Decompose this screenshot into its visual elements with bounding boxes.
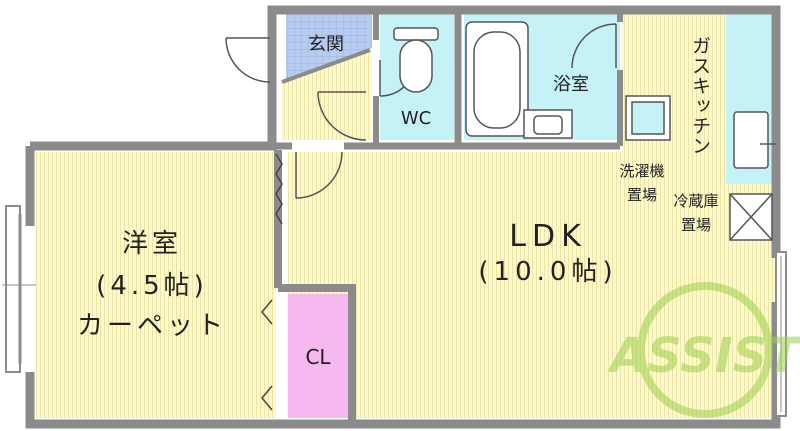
fridge-space-icon — [729, 193, 773, 241]
label-western-3: カーペット — [77, 311, 227, 341]
door-hall — [317, 91, 367, 141]
label-ldk-2: (10.0帖) — [478, 257, 617, 287]
window-left — [5, 205, 21, 373]
closet-floor — [288, 294, 348, 418]
label-western-1: 洋室 — [122, 229, 182, 259]
bathtub-icon — [465, 21, 529, 137]
watermark-text: ASSIST — [606, 328, 800, 384]
label-washer-1: 洗濯機 — [619, 162, 664, 180]
wall-western-ldk — [274, 150, 356, 424]
label-fridge-2: 置場 — [681, 216, 711, 234]
toilet-icon — [393, 27, 439, 93]
western-room-floor — [36, 152, 276, 418]
label-western-2: (4.5帖) — [96, 271, 208, 301]
kitchen-sink-icon — [733, 111, 776, 169]
wash-basin-icon — [523, 109, 573, 139]
label-washer-2: 置場 — [627, 186, 657, 204]
room-labels: 玄関 WC 浴室 ガスキッチン 洗濯機 置場 冷蔵庫 置場 LDK (10.0帖… — [77, 34, 719, 369]
genkan-step — [281, 48, 371, 84]
door-western-folding — [275, 153, 283, 225]
watermark-swoosh — [637, 282, 773, 418]
label-wc: WC — [401, 108, 431, 129]
door-entrance — [225, 37, 271, 83]
door-bath — [571, 23, 617, 69]
label-bath: 浴室 — [553, 74, 589, 95]
door-closet — [261, 299, 273, 411]
washer-pan-icon — [625, 95, 671, 141]
genkan-floor — [286, 14, 372, 80]
door-ldk — [295, 151, 343, 199]
windows — [2, 205, 787, 417]
label-ldk-1: LDK — [509, 219, 587, 254]
hall-floor — [282, 48, 372, 140]
fixtures — [393, 21, 776, 241]
watermark: ASSIST — [606, 282, 800, 418]
label-kitchen: ガスキッチン — [689, 36, 711, 156]
label-closet: CL — [305, 345, 331, 369]
label-fridge-1: 冷蔵庫 — [673, 192, 718, 210]
label-genkan: 玄関 — [308, 34, 344, 55]
doors — [225, 23, 617, 411]
